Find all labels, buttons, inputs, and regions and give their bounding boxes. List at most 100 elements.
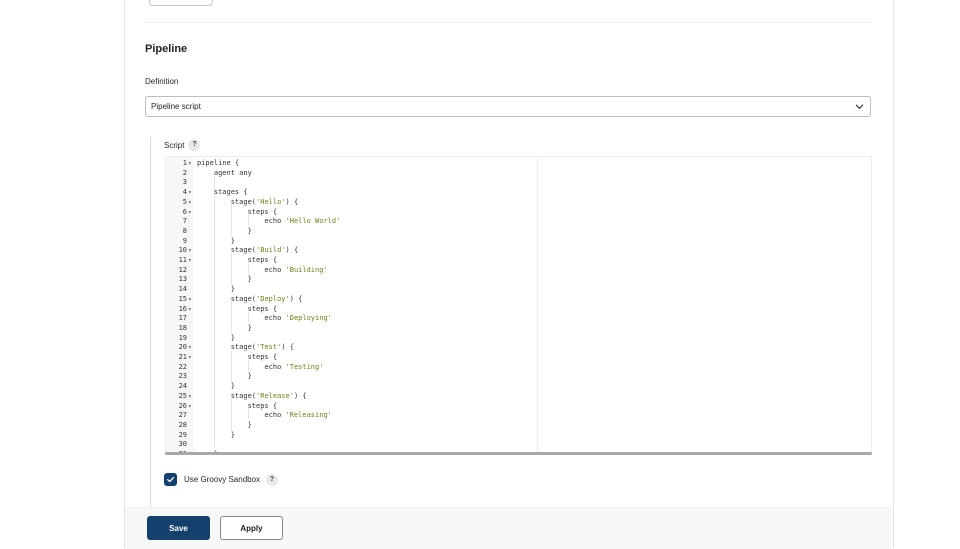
code-token: }	[197, 372, 252, 381]
section-title: Pipeline	[145, 43, 188, 55]
fold-toggle-icon[interactable]: ▾	[188, 354, 192, 361]
code-string: 'Building'	[285, 265, 328, 274]
editor-horizontal-scrollbar[interactable]	[165, 452, 872, 455]
indent-guide	[248, 312, 249, 322]
line-number: 20	[178, 343, 187, 352]
indent-guide	[231, 254, 232, 284]
code-token: }	[197, 382, 235, 391]
line-number: 9	[182, 236, 187, 245]
code-line: 17 echo 'Deploying'	[166, 314, 871, 324]
code-text: steps {	[197, 401, 278, 412]
code-text: }	[197, 372, 252, 382]
line-number: 5	[182, 197, 187, 206]
code-line: 21▾ steps {	[166, 353, 871, 363]
fold-toggle-icon[interactable]: ▾	[188, 402, 192, 410]
code-token: }	[197, 226, 252, 235]
code-text: stage('Hello') {	[197, 198, 298, 208]
fold-toggle-icon[interactable]: ▾	[188, 160, 192, 167]
code-line: 4▾ stages {	[166, 188, 871, 198]
code-line: 1▾pipeline {	[166, 159, 871, 169]
definition-select[interactable]: Pipeline script	[145, 96, 871, 117]
code-token: ) {	[293, 391, 307, 400]
fold-toggle-icon[interactable]: ▾	[188, 189, 192, 197]
code-text: echo 'Testing'	[197, 363, 323, 373]
code-line: 18 }	[166, 324, 871, 334]
code-string: 'Releasing'	[285, 411, 332, 420]
apply-button[interactable]: Apply	[220, 516, 283, 540]
save-button[interactable]: Save	[147, 516, 210, 540]
indent-guide	[248, 361, 249, 371]
code-text: echo 'Releasing'	[197, 411, 332, 421]
fold-toggle-icon[interactable]: ▾	[188, 208, 192, 216]
code-text: }	[197, 421, 252, 431]
nested-section-bar	[150, 137, 151, 508]
code-token: stage(	[197, 246, 257, 255]
line-number: 23	[178, 372, 187, 381]
indent-guide	[231, 351, 232, 381]
line-number: 17	[178, 314, 187, 323]
line-number: 15	[178, 294, 187, 303]
code-line: 6▾ steps {	[166, 208, 871, 218]
code-line: 22 echo 'Testing'	[166, 363, 871, 373]
line-number: 10	[178, 246, 187, 255]
script-help-button[interactable]: ?	[188, 139, 201, 151]
script-label: Script	[164, 140, 185, 150]
fold-toggle-icon[interactable]: ▾	[188, 295, 192, 303]
code-line: 11▾ steps {	[166, 256, 871, 266]
code-line: 5▾ stage('Hello') {	[166, 198, 871, 208]
groovy-sandbox-label: Use Groovy Sandbox	[184, 475, 261, 484]
fold-toggle-icon[interactable]: ▾	[188, 198, 192, 206]
groovy-sandbox-row: Use Groovy Sandbox ?	[164, 473, 279, 486]
code-token: echo	[197, 362, 286, 371]
code-token: }	[197, 420, 252, 429]
line-number: 18	[178, 323, 187, 332]
code-line: 16▾ steps {	[166, 305, 871, 315]
code-text: agent any	[197, 169, 252, 179]
code-token: }	[197, 285, 235, 294]
code-string: 'Hello'	[256, 197, 286, 206]
fold-toggle-icon[interactable]: ▾	[188, 344, 192, 352]
fold-toggle-icon[interactable]: ▾	[188, 305, 192, 313]
chevron-down-icon	[855, 104, 864, 109]
code-text: }	[197, 324, 252, 334]
code-line: 26▾ steps {	[166, 402, 871, 412]
line-number: 11	[178, 256, 187, 264]
line-number: 6	[182, 207, 187, 216]
fold-toggle-icon[interactable]: ▾	[188, 247, 192, 255]
section-divider	[145, 22, 872, 23]
code-text: stage('Deploy') {	[197, 294, 303, 305]
code-token: steps {	[197, 401, 278, 410]
code-text: }	[197, 431, 235, 441]
code-line: 2 agent any	[166, 169, 871, 179]
line-number: 31	[166, 450, 187, 453]
line-number: 2	[182, 168, 187, 177]
code-token: stage(	[197, 343, 257, 352]
code-text: }	[197, 450, 218, 453]
fold-toggle-icon[interactable]: ▾	[188, 257, 192, 264]
code-text: pipeline {	[197, 159, 239, 169]
indent-guide	[214, 176, 215, 447]
code-string: 'Release'	[256, 391, 294, 400]
indent-guide	[248, 215, 249, 225]
line-number: 30	[178, 440, 187, 449]
groovy-sandbox-checkbox[interactable]	[164, 473, 177, 486]
code-line: 9 }	[166, 237, 871, 247]
code-line: 25▾ stage('Release') {	[166, 392, 871, 402]
previous-section-button[interactable]	[149, 0, 213, 6]
code-text: }	[197, 275, 252, 285]
line-number: 7	[182, 217, 187, 226]
code-text: }	[197, 237, 235, 247]
code-token: }	[197, 450, 218, 453]
code-text: steps {	[197, 353, 278, 363]
code-text: echo 'Deploying'	[197, 314, 331, 324]
code-token: echo	[197, 265, 286, 274]
code-token: stage(	[197, 197, 257, 206]
code-token: steps {	[197, 207, 278, 216]
code-text: stage('Build') {	[197, 246, 298, 256]
code-token: steps {	[197, 304, 278, 313]
code-string: 'Deploy'	[256, 294, 290, 303]
sandbox-help-button[interactable]: ?	[266, 473, 279, 486]
fold-toggle-icon[interactable]: ▾	[188, 392, 192, 400]
code-token: agent any	[197, 168, 252, 177]
